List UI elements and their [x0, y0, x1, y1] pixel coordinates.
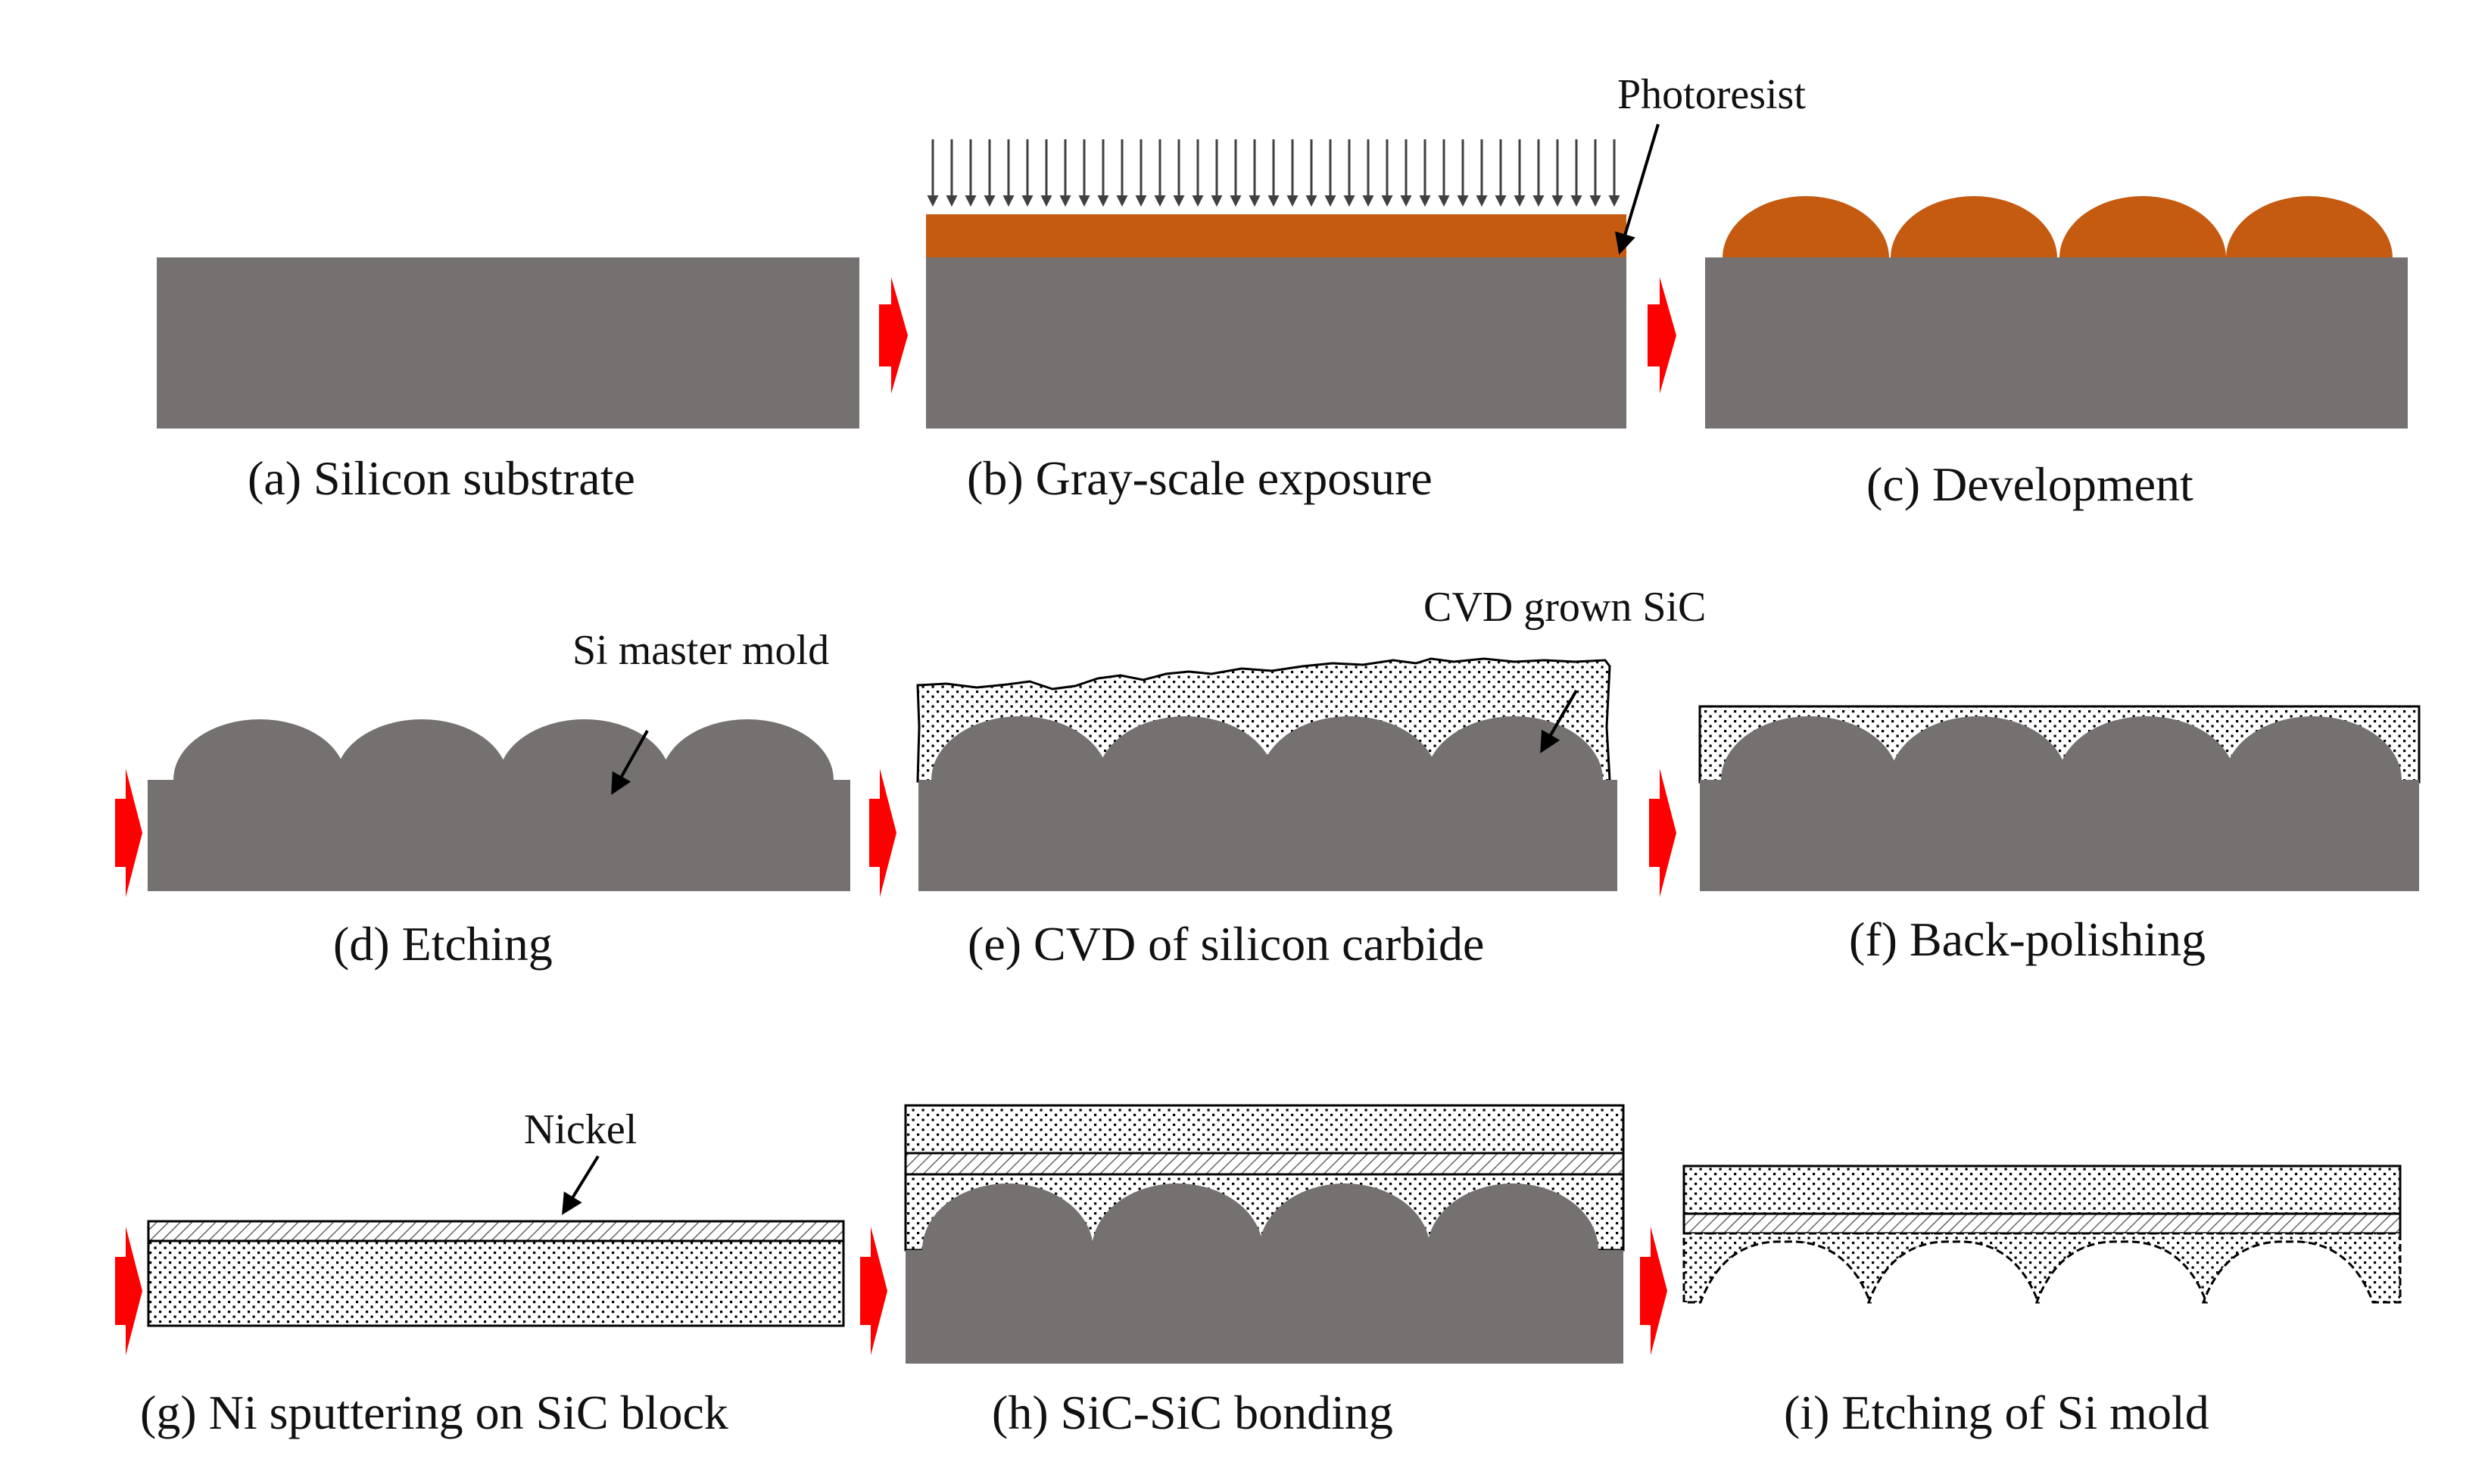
label-si-master-mold: Si master mold	[572, 627, 829, 674]
silicon-substrate	[1705, 257, 2408, 429]
si-master-mold	[918, 716, 1617, 891]
pointer-cvd-grown-sic	[1540, 690, 1578, 753]
process-arrow-into-d	[115, 768, 142, 897]
caption-b: (b) Gray-scale exposure	[967, 451, 1433, 505]
sic-block	[147, 1239, 845, 1327]
process-arrow-e-f	[1649, 768, 1676, 897]
nickel-layer	[147, 1220, 845, 1242]
caption-f: (f) Back-polishing	[1849, 912, 2206, 966]
label-photoresist: Photoresist	[1617, 71, 1806, 118]
sic-lens-mold	[1682, 1232, 2402, 1304]
caption-e: (e) CVD of silicon carbide	[968, 917, 1484, 971]
nickel-bond-layer	[1682, 1212, 2402, 1235]
photoresist-domes	[1723, 196, 2393, 258]
photoresist-dome	[2226, 196, 2393, 258]
step-b-gray-scale-exposure: Photoresist (b) Gray-scale exposure	[926, 71, 1806, 505]
pointer-si-master-mold	[611, 730, 649, 795]
process-arrow-into-g	[115, 1227, 142, 1355]
step-c-development: (c) Development	[1705, 196, 2408, 511]
process-arrow-g-h	[860, 1227, 887, 1355]
pointer-photoresist	[1615, 123, 1660, 255]
exposure-arrows	[927, 139, 1620, 207]
nickel-bond-layer	[904, 1152, 1625, 1176]
top-sic-block	[904, 1104, 1625, 1155]
caption-c: (c) Development	[1866, 457, 2193, 511]
step-h-sic-sic-bonding: (h) SiC-SiC bonding	[904, 1104, 1625, 1439]
step-e-cvd-silicon-carbide: CVD grown SiC (e) CVD of silicon carbide	[916, 584, 1706, 971]
step-g-ni-sputtering: Nickel (g) Ni sputtering on SiC block	[140, 1106, 845, 1439]
top-sic-block	[1682, 1164, 2402, 1215]
caption-h: (h) SiC-SiC bonding	[992, 1386, 1393, 1439]
process-arrow-a-b	[879, 277, 908, 394]
caption-d: (d) Etching	[333, 917, 553, 971]
caption-a: (a) Silicon substrate	[248, 451, 635, 505]
step-f-back-polishing: (f) Back-polishing	[1698, 705, 2421, 966]
pointer-nickel	[562, 1155, 600, 1215]
si-master-mold	[1700, 716, 2419, 891]
si-master-mold	[906, 1183, 1623, 1364]
label-nickel: Nickel	[524, 1106, 637, 1153]
photoresist-dome	[1723, 196, 1889, 258]
process-arrow-d-e	[869, 768, 896, 897]
step-i-etching-si-mold: (i) Etching of Si mold	[1682, 1164, 2402, 1439]
photoresist-dome	[2059, 196, 2226, 258]
caption-i: (i) Etching of Si mold	[1784, 1386, 2209, 1439]
process-arrow-h-i	[1640, 1227, 1667, 1355]
process-arrow-b-c	[1648, 277, 1676, 394]
si-master-mold	[148, 719, 850, 891]
photoresist-dome	[1891, 196, 2057, 258]
silicon-substrate	[926, 257, 1626, 429]
photoresist-layer	[926, 214, 1626, 258]
caption-g: (g) Ni sputtering on SiC block	[140, 1386, 728, 1439]
step-d-etching: Si master mold (d) Etching	[148, 627, 850, 971]
label-cvd-grown-sic: CVD grown SiC	[1423, 584, 1706, 631]
silicon-substrate	[157, 257, 859, 429]
step-a-silicon-substrate: (a) Silicon substrate	[157, 257, 859, 505]
